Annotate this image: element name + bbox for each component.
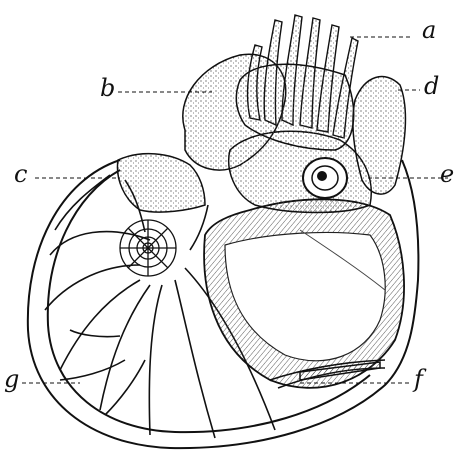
hood-connection xyxy=(117,154,205,212)
label-c: c xyxy=(14,162,27,186)
body-mass xyxy=(204,199,404,388)
pupil xyxy=(317,171,327,181)
label-e: e xyxy=(440,162,454,186)
label-a: a xyxy=(422,18,436,42)
shell-spiral xyxy=(120,220,176,276)
appendage-d xyxy=(353,77,405,194)
label-g: g xyxy=(4,367,19,391)
label-b: b xyxy=(100,76,115,100)
label-f: f xyxy=(414,367,423,391)
label-d: d xyxy=(424,74,439,98)
